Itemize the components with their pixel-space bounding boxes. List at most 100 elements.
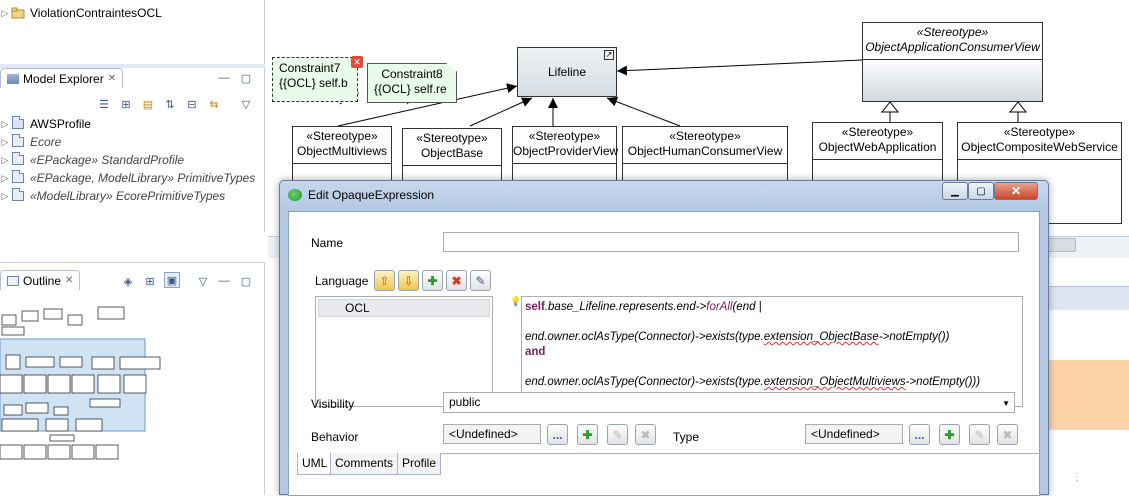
tab-comments[interactable]: Comments [330, 453, 399, 475]
package-icon [10, 188, 26, 203]
code-text-warning: extension_ObjectMultiviews [763, 376, 906, 388]
stereotype-object-provider-view[interactable]: «Stereotype» ObjectProviderView [512, 126, 619, 186]
outline-overview-icon[interactable]: ▣ [164, 272, 180, 288]
type-edit-button[interactable]: ✎ [969, 424, 990, 445]
view-menu-icon[interactable]: ▽ [198, 275, 208, 288]
class-name: ObjectBase [420, 146, 484, 160]
visibility-label: Visibility [311, 397, 355, 411]
close-icon[interactable]: ✕ [107, 73, 117, 84]
tree-item-label: «EPackage, ModelLibrary» PrimitiveTypes [30, 171, 256, 185]
stereotype-object-base[interactable]: «Stereotype» ObjectBase [402, 128, 502, 186]
behavior-browse-button[interactable]: ... [547, 424, 568, 445]
left-panel-sash[interactable] [0, 64, 265, 68]
tree-item-ecoreprimitivetypes[interactable]: ▷ «ModelLibrary» EcorePrimitiveTypes [0, 187, 225, 205]
list-icon[interactable]: ☰ [99, 98, 109, 111]
name-field[interactable] [443, 232, 1019, 252]
stereotype-object-human-consumer-view[interactable]: «Stereotype» ObjectHumanConsumerView [622, 126, 788, 186]
stereotype-object-multiviews[interactable]: «Stereotype» ObjectMultiviews [292, 126, 392, 186]
type-remove-button[interactable]: ✖ [997, 424, 1018, 445]
minimize-button[interactable]: ▁ [942, 182, 968, 200]
edit-opaque-expression-dialog[interactable]: Edit OpaqueExpression ▁ ▢ ✕ Name Languag… [279, 180, 1049, 496]
constraint8-note[interactable]: Constraint8 {{OCL} self.re [367, 63, 457, 103]
maximize-view-icon[interactable]: ▢ [240, 275, 252, 288]
outline-thumbnail[interactable] [0, 295, 175, 465]
expand-arrow-icon[interactable]: ▷ [1, 136, 9, 147]
lightbulb-icon: 💡 [510, 296, 522, 306]
tab-profile[interactable]: Profile [397, 453, 442, 475]
resize-grip-icon[interactable]: ⋮ [1072, 472, 1082, 483]
external-link-icon[interactable]: ↗ [604, 50, 614, 60]
note-body: {{OCL} self.b [279, 76, 348, 90]
expand-arrow-icon[interactable]: ▷ [1, 7, 9, 18]
tab-uml[interactable]: UML [297, 453, 333, 475]
filter-icon[interactable]: ▤ [142, 98, 154, 111]
remove-language-button[interactable]: ✖ [446, 270, 467, 291]
behavior-add-button[interactable]: ✚ [577, 424, 598, 445]
code-keyword: and [525, 346, 546, 358]
tree-view-icon[interactable]: ⊞ [121, 98, 131, 111]
visibility-select[interactable]: public ▼ [443, 392, 1015, 413]
tree-item-label: ViolationContraintesOCL [30, 6, 162, 20]
compartment-divider [813, 159, 942, 160]
tree-item-label: AWSProfile [30, 117, 91, 131]
language-item-label: OCL [345, 301, 370, 315]
code-text: end.owner.oclAsType(Connector)->exists(t… [525, 376, 764, 388]
language-item-ocl[interactable]: OCL [318, 299, 490, 317]
expand-arrow-icon[interactable]: ▷ [1, 118, 9, 129]
edit-language-button[interactable]: ✎ [470, 270, 491, 291]
tree-item-violation[interactable]: ▷ ViolationContraintesOCL [0, 4, 162, 22]
app-consumer-view-class[interactable]: «Stereotype» ObjectApplicationConsumerVi… [862, 22, 1043, 102]
tree-item-standardprofile[interactable]: ▷ «EPackage» StandardProfile [0, 151, 184, 169]
minimize-view-icon[interactable]: — [218, 275, 230, 287]
tree-item-ecore[interactable]: ▷ Ecore [0, 133, 61, 151]
maximize-view-icon[interactable]: ▢ [240, 72, 252, 85]
maximize-button[interactable]: ▢ [968, 182, 994, 200]
collapse-all-icon[interactable]: ⊟ [187, 98, 197, 111]
behavior-label: Behavior [311, 430, 359, 444]
close-icon[interactable]: ✕ [65, 275, 74, 286]
code-line-4: end.owner.oclAsType(Connector)->exists(t… [525, 376, 980, 388]
type-browse-button[interactable]: ... [909, 424, 930, 445]
code-text: (end | [732, 301, 762, 313]
behavior-edit-button[interactable]: ✎ [607, 424, 628, 445]
stereotype-label: «Stereotype» [1003, 125, 1076, 139]
tab-model-explorer[interactable]: Model Explorer ✕ [0, 68, 124, 88]
language-list[interactable]: OCL [315, 296, 493, 407]
add-language-button[interactable]: ✚ [422, 270, 443, 291]
constraint-folder-icon [10, 6, 26, 20]
link-editor-icon[interactable]: ⇆ [209, 98, 219, 111]
move-down-button[interactable]: ⇩ [398, 270, 419, 291]
tree-item-primitivetypes[interactable]: ▷ «EPackage, ModelLibrary» PrimitiveType… [0, 169, 255, 187]
expand-arrow-icon[interactable]: ▷ [1, 154, 9, 165]
behavior-remove-button[interactable]: ✖ [635, 424, 656, 445]
close-button[interactable]: ✕ [994, 182, 1038, 200]
outline-icon [7, 275, 19, 286]
constraint7-note[interactable]: Constraint7 {{OCL} self.b ✕ [272, 56, 363, 102]
tree-item-label: «EPackage» StandardProfile [30, 153, 185, 167]
dialog-title: Edit OpaqueExpression [308, 188, 435, 202]
package-icon [10, 134, 26, 149]
left-top-panel [0, 0, 265, 232]
move-up-button[interactable]: ⇧ [374, 270, 395, 291]
code-text: ->notEmpty()) [878, 331, 950, 343]
name-label: Name [311, 236, 344, 250]
tree-item-label: Ecore [30, 135, 62, 149]
outline-tree-icon[interactable]: ⊞ [145, 275, 155, 288]
tree-item-awsprofile[interactable]: ▷ AWSProfile [0, 115, 91, 133]
view-menu-icon[interactable]: ▽ [241, 98, 251, 111]
generalization-arrowhead [880, 101, 900, 113]
dropdown-arrow-icon[interactable]: ▼ [1002, 399, 1010, 408]
sort-icon[interactable]: ⇅ [165, 98, 175, 111]
tab-outline[interactable]: Outline ✕ [0, 270, 81, 290]
expand-arrow-icon[interactable]: ▷ [1, 190, 9, 201]
outline-shapes-icon[interactable]: ◈ [123, 275, 133, 288]
package-icon [10, 152, 26, 167]
minimize-view-icon[interactable]: — [218, 72, 230, 84]
generalization-arrowhead [1008, 101, 1028, 113]
type-add-button[interactable]: ✚ [939, 424, 960, 445]
lifeline-class[interactable]: Lifeline ↗ [517, 47, 617, 97]
expression-body-editor[interactable]: self.base_Lifeline.represents.end->forAl… [521, 296, 1023, 407]
class-name: ObjectProviderView [513, 144, 619, 158]
expand-arrow-icon[interactable]: ▷ [1, 172, 9, 183]
behavior-field: <Undefined> [443, 424, 541, 444]
